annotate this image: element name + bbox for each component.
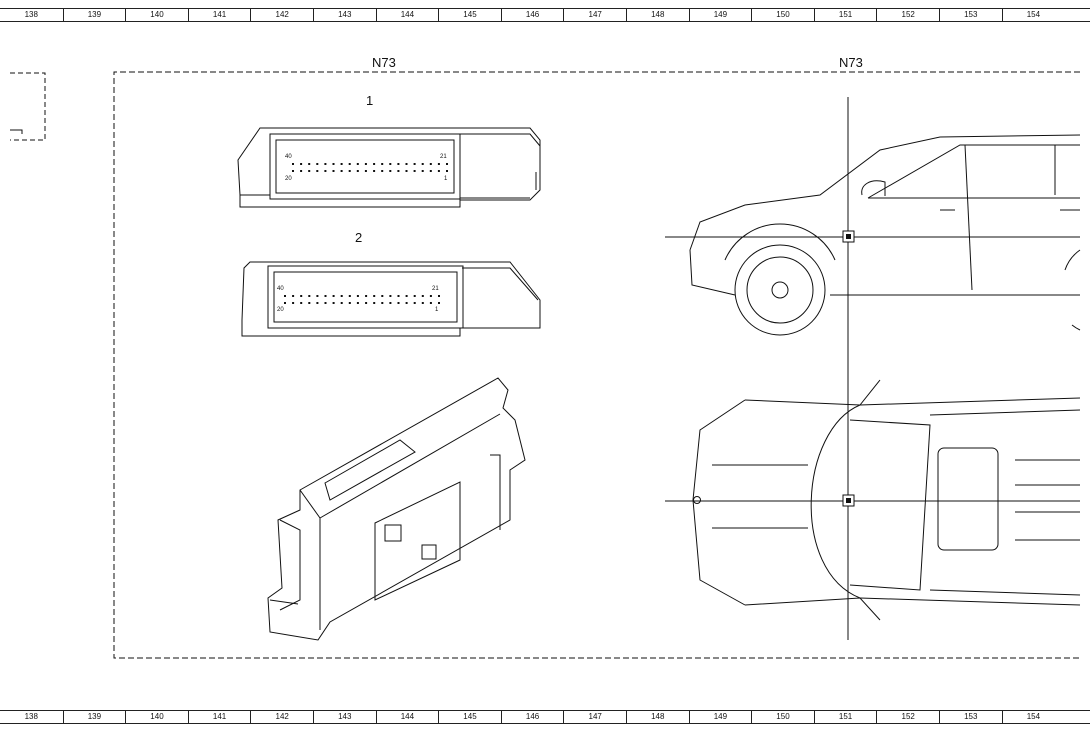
ruler-column-141: 141 — [187, 9, 251, 21]
vehicle-side-view-drawing — [689, 134, 1081, 336]
connector-callout-2: 2 — [355, 230, 363, 245]
component-label-right: N73 — [839, 55, 863, 70]
ruler-column-152: 152 — [876, 711, 939, 723]
ruler-column-153: 153 — [939, 711, 1002, 723]
connector-2-pins — [284, 295, 440, 304]
ruler-column-149: 149 — [688, 711, 752, 723]
ruler-column-153: 153 — [939, 9, 1002, 21]
ruler-column-145: 145 — [438, 711, 501, 723]
ruler-column-154: 154 — [1001, 711, 1065, 723]
ruler-column-147: 147 — [563, 9, 626, 21]
ruler-column-150: 150 — [751, 711, 814, 723]
ruler-column-138: 138 — [24, 712, 38, 721]
connector-2-pin-label-1: 1 — [435, 307, 439, 313]
ruler-column-144: 144 — [375, 9, 439, 21]
connector-1-drawing — [237, 127, 541, 208]
adjacent-symbol-fragment — [10, 129, 23, 134]
ruler-column-140: 140 — [125, 711, 188, 723]
connector-2-pin-label-21: 21 — [432, 286, 439, 292]
connector-1-pins — [292, 163, 448, 172]
ruler-column-139: 139 — [62, 711, 126, 723]
ruler-column-143: 143 — [313, 711, 376, 723]
connector-1-pin-label-1: 1 — [444, 176, 448, 182]
ruler-column-154: 154 — [1001, 9, 1065, 21]
location-marker-icon — [842, 230, 855, 243]
ruler-column-142: 142 — [250, 711, 313, 723]
vehicle-top-view-drawing — [692, 379, 1081, 621]
ruler-column-144: 144 — [375, 711, 439, 723]
ruler-column-140: 140 — [125, 9, 188, 21]
ruler-column-138: 138 — [24, 10, 38, 19]
ruler-column-143: 143 — [313, 9, 376, 21]
ruler-column-149: 149 — [688, 9, 752, 21]
ruler-column-152: 152 — [876, 9, 939, 21]
ruler-column-146: 146 — [500, 9, 564, 21]
location-marker-icon — [842, 494, 855, 507]
ruler-column-148: 148 — [626, 9, 689, 21]
ruler-column-151: 151 — [813, 9, 877, 21]
connector-2-pin-label-40: 40 — [277, 286, 284, 292]
connector-2-pin-label-20: 20 — [277, 307, 284, 313]
control-module-drawing — [267, 377, 526, 641]
ruler-column-141: 141 — [187, 711, 251, 723]
component-label-left: N73 — [372, 55, 396, 70]
ruler-column-145: 145 — [438, 9, 501, 21]
ruler-column-146: 146 — [500, 711, 564, 723]
ruler-column-147: 147 — [563, 711, 626, 723]
connector-1-pin-label-40: 40 — [285, 154, 292, 160]
ruler-column-148: 148 — [626, 711, 689, 723]
ruler-column-139: 139 — [62, 9, 126, 21]
ruler-column-150: 150 — [751, 9, 814, 21]
ruler-column-142: 142 — [250, 9, 313, 21]
component-frame — [113, 71, 1080, 659]
connector-1-pin-label-21: 21 — [440, 154, 447, 160]
connector-1-pin-label-20: 20 — [285, 176, 292, 182]
connector-callout-1: 1 — [366, 93, 374, 108]
adjacent-frame-fragment — [10, 72, 46, 141]
ruler-column-151: 151 — [813, 711, 877, 723]
connector-2-drawing — [241, 261, 541, 337]
